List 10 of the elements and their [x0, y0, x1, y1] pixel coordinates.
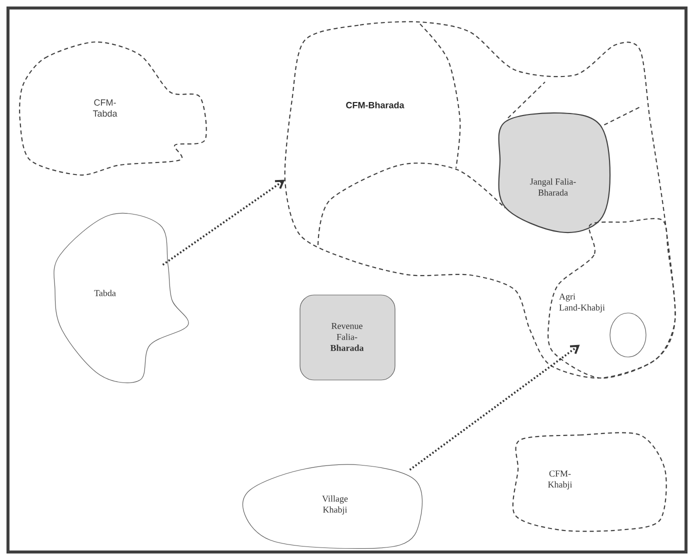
village-area: Village Khabji	[242, 464, 423, 549]
farmland-area: Agri Land-Khabji	[548, 218, 676, 379]
pond-outline	[610, 312, 646, 358]
forest-area: CFM-Tabda	[19, 41, 207, 176]
arrow	[409, 344, 580, 471]
forest-area: CFM-Khabji	[512, 432, 667, 532]
forest-patch: Jangal Falia-Bharada	[498, 112, 611, 234]
village-area: Tabda	[54, 212, 189, 384]
land-patch: Revenue Falia-Bharada	[300, 294, 396, 380]
arrow	[162, 180, 285, 266]
